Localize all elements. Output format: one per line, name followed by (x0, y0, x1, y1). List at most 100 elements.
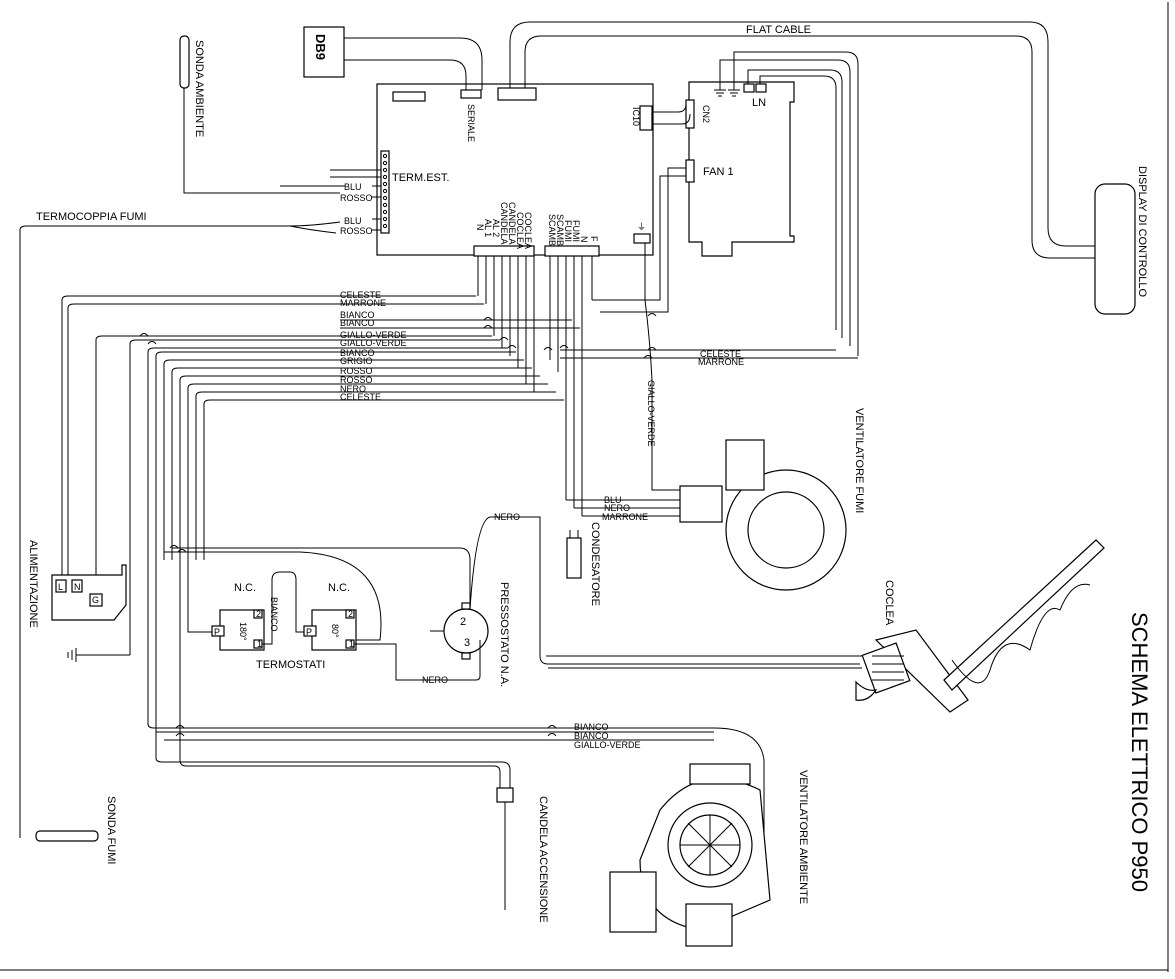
svg-text:ROSSO: ROSSO (340, 366, 373, 376)
svg-text:NERO: NERO (604, 503, 630, 513)
sonda-fumi-label: SONDA FUMI (105, 796, 117, 864)
svg-text:GIALLO-VERDE: GIALLO-VERDE (340, 330, 407, 340)
display-box (1094, 183, 1136, 315)
svg-text:F: F (589, 236, 599, 242)
svg-text:CELESTE: CELESTE (700, 349, 741, 359)
svg-text:G: G (92, 595, 99, 605)
svg-text:ROSSO: ROSSO (340, 193, 373, 203)
svg-text:N: N (579, 236, 589, 243)
svg-text:NERO: NERO (340, 384, 366, 394)
svg-text:N: N (74, 582, 81, 592)
termostato-80 (303, 609, 357, 651)
terminal-block (473, 245, 600, 257)
ventilatore-ambiente (609, 763, 771, 947)
svg-text:BIANCO: BIANCO (340, 348, 375, 358)
svg-text:CANDELA: CANDELA (499, 202, 509, 245)
svg-text:MARRONE: MARRONE (602, 512, 648, 522)
candela-label: CANDELA ACCENSIONE (537, 796, 549, 923)
term-est-label: TERM.EST. (392, 172, 449, 184)
svg-text:1: 1 (349, 639, 354, 649)
ventilatore-fumi (679, 439, 847, 591)
svg-text:BIANCO: BIANCO (574, 722, 609, 732)
condensatore (566, 530, 582, 579)
svg-text:MARRONE: MARRONE (340, 298, 386, 308)
svg-text:SCAMB: SCAMB (555, 214, 565, 246)
svg-text:2: 2 (256, 609, 261, 619)
svg-text:⏚: ⏚ (637, 222, 646, 232)
pressostato (430, 602, 489, 660)
terminal-labels-right: SCAMB SCAMB FUMI FUMI N F (547, 214, 599, 246)
svg-text:GIALLO-VERDE: GIALLO-VERDE (340, 338, 407, 348)
display-label: DISPLAY DI CONTROLLO (1136, 166, 1148, 297)
svg-text:BIANCO: BIANCO (574, 731, 609, 741)
candela-accensione (155, 725, 514, 910)
svg-text:NERO: NERO (494, 512, 520, 522)
svg-text:N: N (475, 224, 485, 231)
fan1-label: FAN 1 (703, 166, 734, 178)
main-board: ⏚ (376, 83, 654, 257)
svg-text:P: P (306, 627, 312, 637)
ventilatore-ambiente-label: VENTILATORE AMBIENTE (797, 770, 809, 904)
svg-text:CELESTE: CELESTE (340, 392, 381, 402)
svg-text:BLU: BLU (344, 182, 362, 192)
coclea-label: COCLEA (883, 580, 895, 626)
pressostato-label: PRESSOSTATO N.A. (498, 582, 510, 687)
svg-text:COCLEA: COCLEA (523, 212, 533, 249)
harness-left (61, 295, 580, 740)
db9-connector (303, 26, 345, 78)
condensatore-label: CONDESATORE (589, 522, 601, 606)
ic10-label: IC10 (631, 107, 641, 126)
alimentazione-label: ALIMENTAZIONE (27, 540, 39, 628)
svg-text:80°: 80° (330, 624, 340, 638)
ventilatore-fumi-label: VENTILATORE FUMI (853, 408, 865, 513)
svg-text:AL 2: AL 2 (491, 219, 501, 237)
termocoppia-label: TERMOCOPPIA FUMI (36, 211, 147, 223)
svg-text:COCLEA: COCLEA (515, 212, 525, 249)
seriale-label: SERIALE (466, 104, 476, 142)
svg-text:N.C.: N.C. (328, 582, 350, 594)
svg-text:FUMI: FUMI (563, 220, 573, 242)
termostato-180 (211, 609, 265, 651)
svg-text:L: L (58, 582, 63, 592)
termostati-label: TERMOSTATI (256, 659, 325, 671)
bus-left-labels: CELESTE MARRONE BIANCO BIANCO GIALLO-VER… (340, 290, 407, 402)
svg-text:MARRONE: MARRONE (698, 357, 744, 367)
svg-text:BIANCO: BIANCO (269, 597, 279, 632)
sonda-ambiente-probe (179, 35, 190, 89)
svg-text:GRIGIO: GRIGIO (340, 356, 373, 366)
coclea-auger (943, 539, 1105, 691)
ln-label: LN (752, 97, 766, 109)
svg-text:CELESTE: CELESTE (340, 290, 381, 300)
svg-text:AL 1: AL 1 (483, 219, 493, 237)
svg-text:1: 1 (257, 639, 262, 649)
terminal-labels-left: N AL 1 AL 2 CANDELA CANDELA COCLEA COCLE… (475, 202, 533, 249)
crossovers (139, 313, 657, 737)
giallo-verde-vertical: GIALLO-VERDE (646, 380, 656, 447)
svg-text:180°: 180° (238, 622, 248, 641)
sonda-fumi-probe (35, 830, 99, 842)
svg-text:BLU: BLU (604, 495, 622, 505)
svg-text:GIALLO-VERDE: GIALLO-VERDE (574, 740, 641, 750)
svg-text:P: P (214, 627, 220, 637)
svg-text:BIANCO: BIANCO (340, 310, 375, 320)
svg-text:ROSSO: ROSSO (340, 226, 373, 236)
svg-text:SCAMB: SCAMB (547, 214, 557, 246)
coclea-motor (855, 629, 969, 713)
svg-text:3: 3 (464, 637, 470, 649)
svg-text:CANDELA: CANDELA (507, 202, 517, 245)
svg-text:ROSSO: ROSSO (340, 375, 373, 385)
svg-text:BIANCO: BIANCO (340, 318, 375, 328)
svg-text:N.C.: N.C. (234, 582, 256, 594)
svg-text:FUMI: FUMI (571, 220, 581, 242)
diagram-title: SCHEMA ELETTRICO P950 (1127, 612, 1152, 892)
sonda-ambiente-label: SONDA AMBIENTE (193, 40, 205, 137)
ground-symbols (714, 84, 740, 97)
svg-text:NERO: NERO (422, 675, 448, 685)
svg-text:2: 2 (348, 609, 353, 619)
flat-cable-label: FLAT CABLE (746, 24, 811, 36)
cn2-label: CN2 (701, 105, 711, 123)
db9-label: DB9 (313, 34, 328, 60)
alimentazione-plug (51, 564, 127, 621)
harness-right (560, 167, 858, 381)
